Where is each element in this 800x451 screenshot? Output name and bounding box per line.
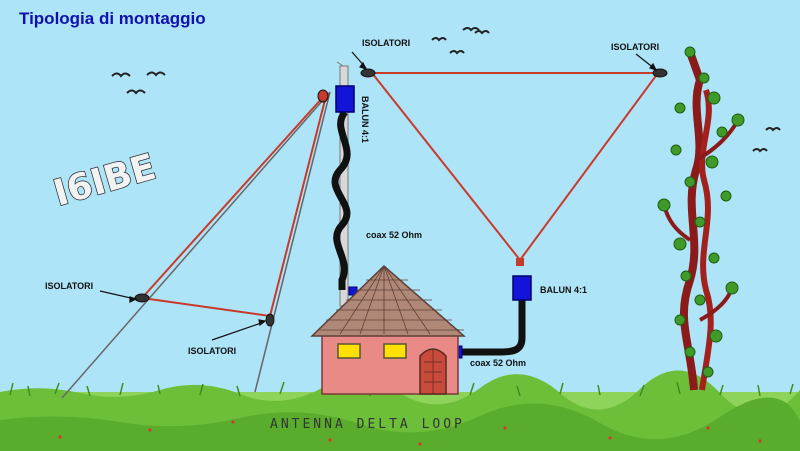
insulator-mast — [317, 89, 329, 103]
label-isolatori-top-right: ISOLATORI — [611, 42, 659, 52]
label-isolatori-bottom: ISOLATORI — [188, 346, 236, 356]
insulator-top-center — [360, 68, 376, 78]
birds — [111, 27, 781, 153]
delta-loop-wires — [141, 72, 660, 317]
balun-mast — [335, 85, 355, 113]
guy-wires — [61, 91, 331, 399]
label-isolatori-top-center: ISOLATORI — [362, 38, 410, 48]
label-isolatori-left: ISOLATORI — [45, 281, 93, 291]
label-coax-mast: coax 52 Ohm — [366, 230, 422, 240]
callout-arrows — [99, 51, 658, 341]
insulator-left — [134, 293, 150, 303]
label-balun-feed: BALUN 4:1 — [540, 285, 587, 295]
coax-house-cable — [460, 298, 526, 356]
label-balun-mast: BALUN 4:1 — [360, 96, 370, 143]
insulator-bottom — [265, 313, 275, 327]
coax-connector — [348, 286, 358, 296]
vine-tree — [657, 46, 745, 391]
insulators — [134, 68, 668, 327]
balun-feed-terminal — [516, 258, 524, 266]
house-window-left — [337, 343, 361, 359]
balun-feedpoint — [512, 275, 532, 301]
coax-mast-cable — [331, 109, 351, 290]
label-coax-house: coax 52 Ohm — [470, 358, 526, 368]
page-title: Tipologia di montaggio — [19, 9, 206, 28]
grass-ground — [0, 370, 800, 451]
house-window-right — [383, 343, 407, 359]
insulator-top-right — [652, 68, 668, 78]
house — [310, 264, 466, 395]
diagram-caption: ANTENNA DELTA LOOP — [270, 417, 465, 432]
